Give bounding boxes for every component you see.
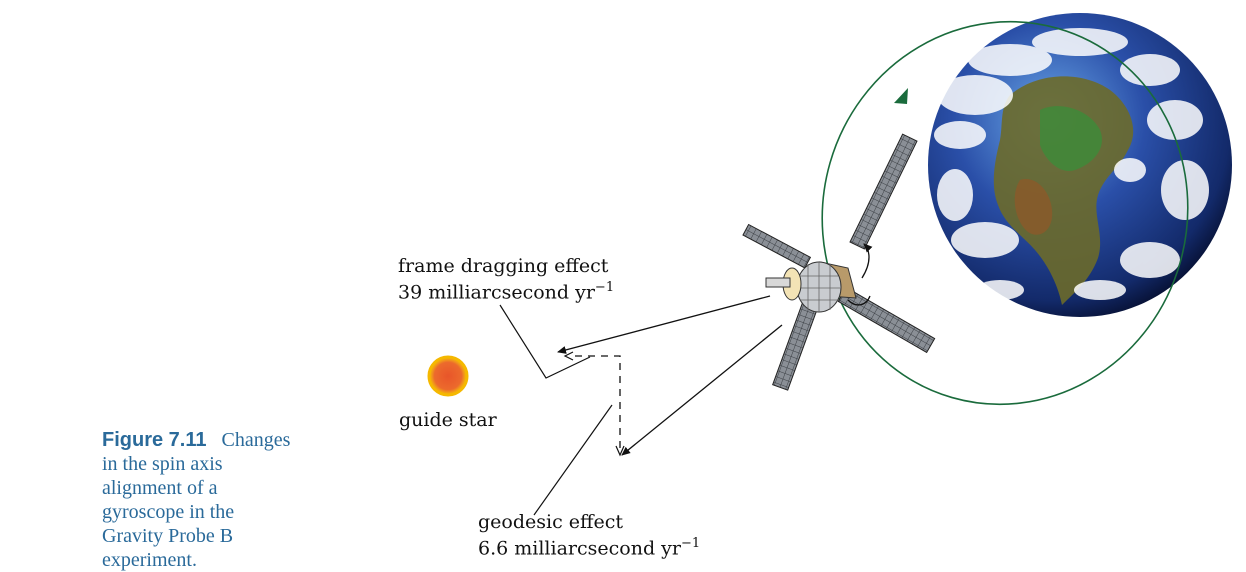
- geodesic-leader: [533, 404, 613, 516]
- frame-dragging-value: 39 milliarcsecond yr−1: [398, 280, 615, 304]
- satellite-icon: [742, 133, 936, 391]
- initial-spin-axis-arrow: [557, 295, 771, 354]
- final-spin-axis-arrow: [621, 324, 783, 456]
- earth-globe-icon: [928, 13, 1232, 317]
- leader-lines: [499, 304, 613, 516]
- spin-axis-arrows: [557, 295, 783, 457]
- frame-dragging-leader: [499, 304, 591, 379]
- geodesic-label: geodesic effect 6.6 milliarcsecond yr−1: [478, 511, 700, 559]
- figure-number: Figure 7.11: [102, 429, 207, 451]
- drift-dashed-path: [575, 355, 621, 450]
- frame-dragging-title: frame dragging effect: [398, 255, 609, 277]
- frame-dragging-label: frame dragging effect 39 milliarcsecond …: [398, 255, 614, 303]
- figure-caption: Figure 7.11 Changes in the spin axis ali…: [102, 428, 292, 572]
- orbit-path: [821, 20, 1189, 406]
- guide-star-icon: [427, 355, 469, 397]
- geodesic-value: 6.6 milliarcsecond yr−1: [478, 536, 701, 560]
- geodesic-title: geodesic effect: [478, 511, 624, 533]
- guide-star-label: guide star: [399, 409, 497, 431]
- orbit-direction-arrow: [894, 88, 908, 104]
